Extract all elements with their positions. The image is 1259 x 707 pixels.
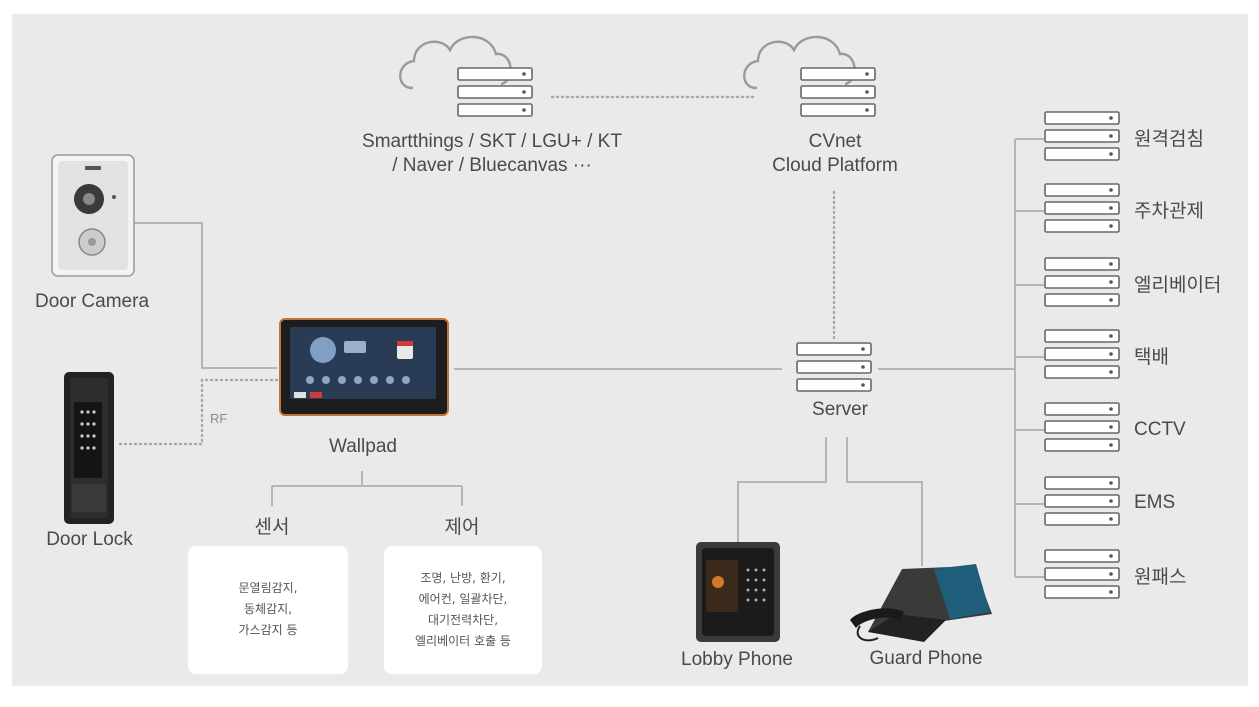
connection-diagram (51, 35, 1120, 642)
service-label-elevator: 엘리베이터 (1134, 274, 1222, 296)
door-lock-icon (64, 372, 114, 524)
dotted-links (118, 95, 836, 446)
door-camera-icon (51, 154, 135, 277)
connection-lines (134, 138, 1044, 578)
cvnet-cloud-label: CVnet Cloud Platform (735, 130, 935, 178)
wallpad-icon (279, 318, 449, 416)
partner-cloud-label-line2: / Naver / Bluecanvas ··· (392, 155, 592, 176)
control-item: 엘리베이터 호출 등 (415, 634, 511, 648)
sensor-box: 문열림감지, 동체감지, 가스감지 등 (188, 546, 348, 674)
door-camera-link (134, 222, 277, 369)
server-label: Server (812, 399, 868, 420)
service-label-cctv: CCTV (1134, 419, 1186, 440)
control-item: 조명, 난방, 환기, (420, 571, 506, 585)
cvnet-cloud-label-line1: CVnet (808, 131, 862, 152)
guard-phone-link (846, 437, 923, 566)
lobby-phone-label: Lobby Phone (681, 649, 793, 670)
lobby-phone-icon (696, 542, 780, 642)
sensor-item: 가스감지 등 (238, 623, 298, 637)
partner-cloud-label-line1: Smartthings / SKT / LGU+ / KT (362, 131, 622, 152)
partner-cloud-label: Smartthings / SKT / LGU+ / KT / Naver / … (342, 130, 642, 178)
door-camera-label: Door Camera (34, 291, 150, 312)
wallpad-branch-lines (271, 471, 463, 506)
door-lock-label: Door Lock (46, 529, 133, 550)
service-branches (1015, 138, 1044, 578)
service-label-onepass: 원패스 (1134, 566, 1187, 588)
control-title: 제어 (444, 516, 480, 538)
lobby-phone-link (737, 437, 827, 542)
server-icon (796, 342, 872, 392)
service-server-icons (1044, 111, 1120, 599)
guard-phone-label: Guard Phone (869, 648, 983, 669)
service-label-ems: EMS (1134, 492, 1176, 513)
guard-phone-icon (850, 564, 992, 642)
service-label-remote-metering: 원격검침 (1134, 128, 1204, 150)
control-item: 에어컨, 일괄차단, (418, 592, 508, 606)
cvnet-cloud-label-line2: Cloud Platform (772, 155, 898, 176)
cvnet-cloud-icon (743, 35, 876, 117)
sensor-item: 동체감지, (244, 602, 292, 616)
door-lock-rf-link (118, 378, 279, 446)
partner-cloud-icon (399, 35, 533, 117)
service-label-parking: 주차관제 (1134, 200, 1204, 222)
wallpad-label: Wallpad (329, 436, 397, 457)
rf-label: RF (210, 411, 228, 426)
sensor-title: 센서 (254, 516, 290, 538)
sensor-item: 문열림감지, (238, 581, 298, 595)
service-label-delivery: 택배 (1134, 346, 1169, 368)
control-box: 조명, 난방, 환기, 에어컨, 일괄차단, 대기전력차단, 엘리베이터 호출 … (384, 546, 542, 674)
diagram-canvas: Smartthings / SKT / LGU+ / KT / Naver / … (12, 14, 1248, 686)
control-item: 대기전력차단, (427, 613, 499, 627)
